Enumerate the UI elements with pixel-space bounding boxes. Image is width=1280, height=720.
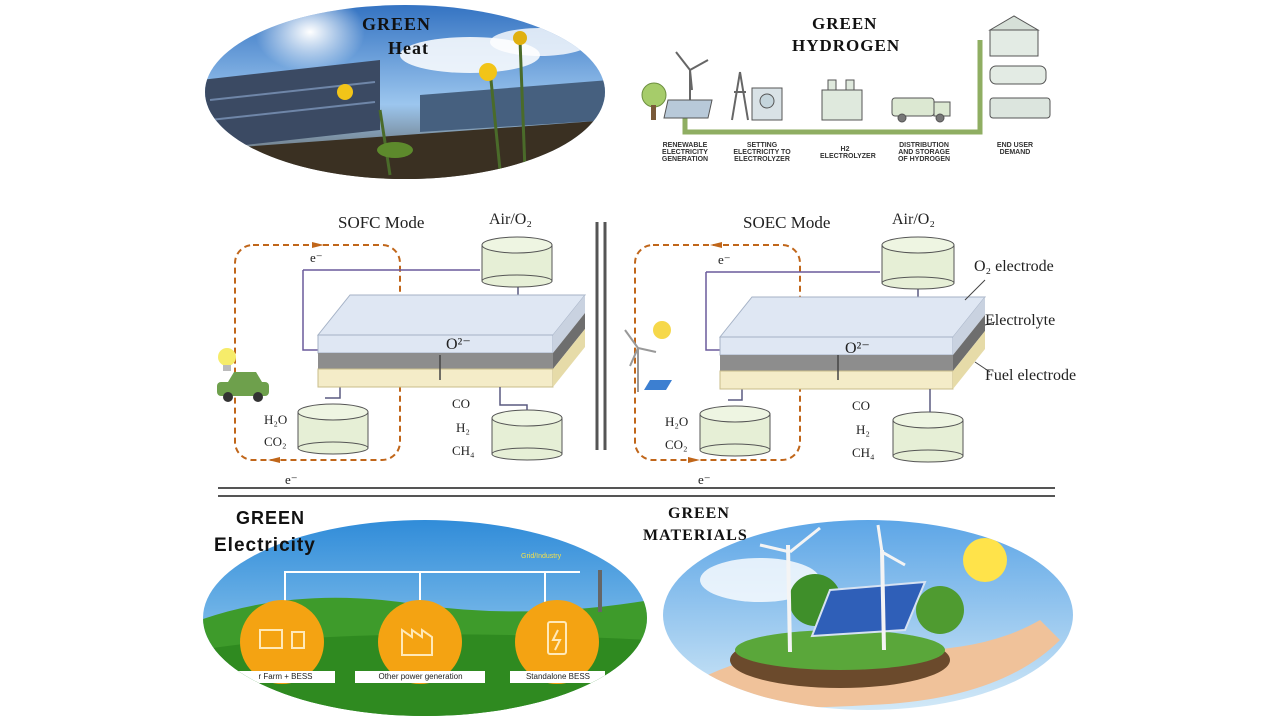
green-heat-title-line2: Heat [388,38,429,58]
hydrogen-caption: RENEWABLE ELECTRICITY GENERATION [661,142,709,163]
standalone-bess-label: Standalone BESS [525,672,591,681]
car-icon [217,372,269,402]
sofc-co: CO [452,396,471,411]
fuel-electrode-label: Fuel electrode [985,367,1077,384]
green-electricity-title-line1: GREEN [236,508,306,528]
sofc-h2: H₂ [456,420,470,435]
soec-fuel-in-tank [699,405,771,457]
power-generation-label: Other power generation [378,672,463,681]
sun-icon [653,321,671,339]
soec-electron-top: e⁻ [718,252,731,267]
green-materials-title-line2: MATERIALS [643,527,748,544]
sofc-air-tank [481,236,553,288]
green-electricity-panel [203,520,647,716]
power-generation-circle [378,600,462,684]
soec-air-tank [881,236,955,290]
sofc-diagram [217,236,587,463]
sun-icon [963,538,1007,582]
soec-mode-label: SOEC Mode [743,213,831,232]
sofc-mode-label: SOFC Mode [338,213,425,232]
hydrogen-icons [641,15,1051,123]
sofc-ch4: CH₄ [452,443,475,458]
soec-co2: CO₂ [665,437,688,452]
sofc-h2o: H₂O [264,412,288,427]
electrolyte-label: Electrolyte [985,312,1056,329]
green-heat-title-line1: GREEN [362,14,432,34]
hydrogen-caption: H2 ELECTROLYZER [820,146,876,160]
sofc-fuel-out-tank [491,387,563,461]
o2-electrode-label: O₂ electrode [974,258,1054,275]
standalone-bess-circle [515,600,599,684]
sofc-oxide-ion: O²⁻ [446,336,471,353]
sofc-co2: CO₂ [264,434,287,449]
soec-ch4: CH₄ [852,445,875,460]
green-materials-title-line1: GREEN [668,505,730,522]
green-materials-panel [663,520,1073,710]
sofc-electron-bottom: e⁻ [285,472,298,487]
soec-fuel-out-tank [892,389,964,463]
soec-h2o: H₂O [665,414,689,429]
sofc-fuel-in-tank [297,403,369,455]
soec-electron-bottom: e⁻ [698,472,711,487]
lamp-icon [218,348,236,366]
soec-diagram [624,236,996,463]
solar-panel-icon [644,380,672,390]
hydrogen-caption: DISTRIBUTION AND STORAGE OF HYDROGEN [897,142,951,163]
sofc-air-label: Air/O₂ [489,211,532,228]
soec-air-label: Air/O₂ [892,211,935,228]
solar-farm-label: r Farm + BESS [258,672,313,681]
green-hydrogen-chain [682,40,983,135]
green-hydrogen-title-line1: GREEN [812,14,878,33]
sofc-electron-top: e⁻ [310,250,323,265]
soec-h2: H₂ [856,422,870,437]
hydrogen-caption: SETTING ELECTRICITY TO ELECTROLYZER [733,142,791,163]
grid-label: Grid/Industry [521,553,562,560]
hydrogen-caption: END USER DEMAND [996,142,1034,156]
soec-oxide-ion: O²⁻ [845,340,870,357]
soec-co: CO [852,398,871,413]
green-hydrogen-title-line2: HYDROGEN [792,36,901,55]
wind-turbine-icon [624,329,657,392]
green-electricity-title-line2: Electricity [214,535,316,556]
